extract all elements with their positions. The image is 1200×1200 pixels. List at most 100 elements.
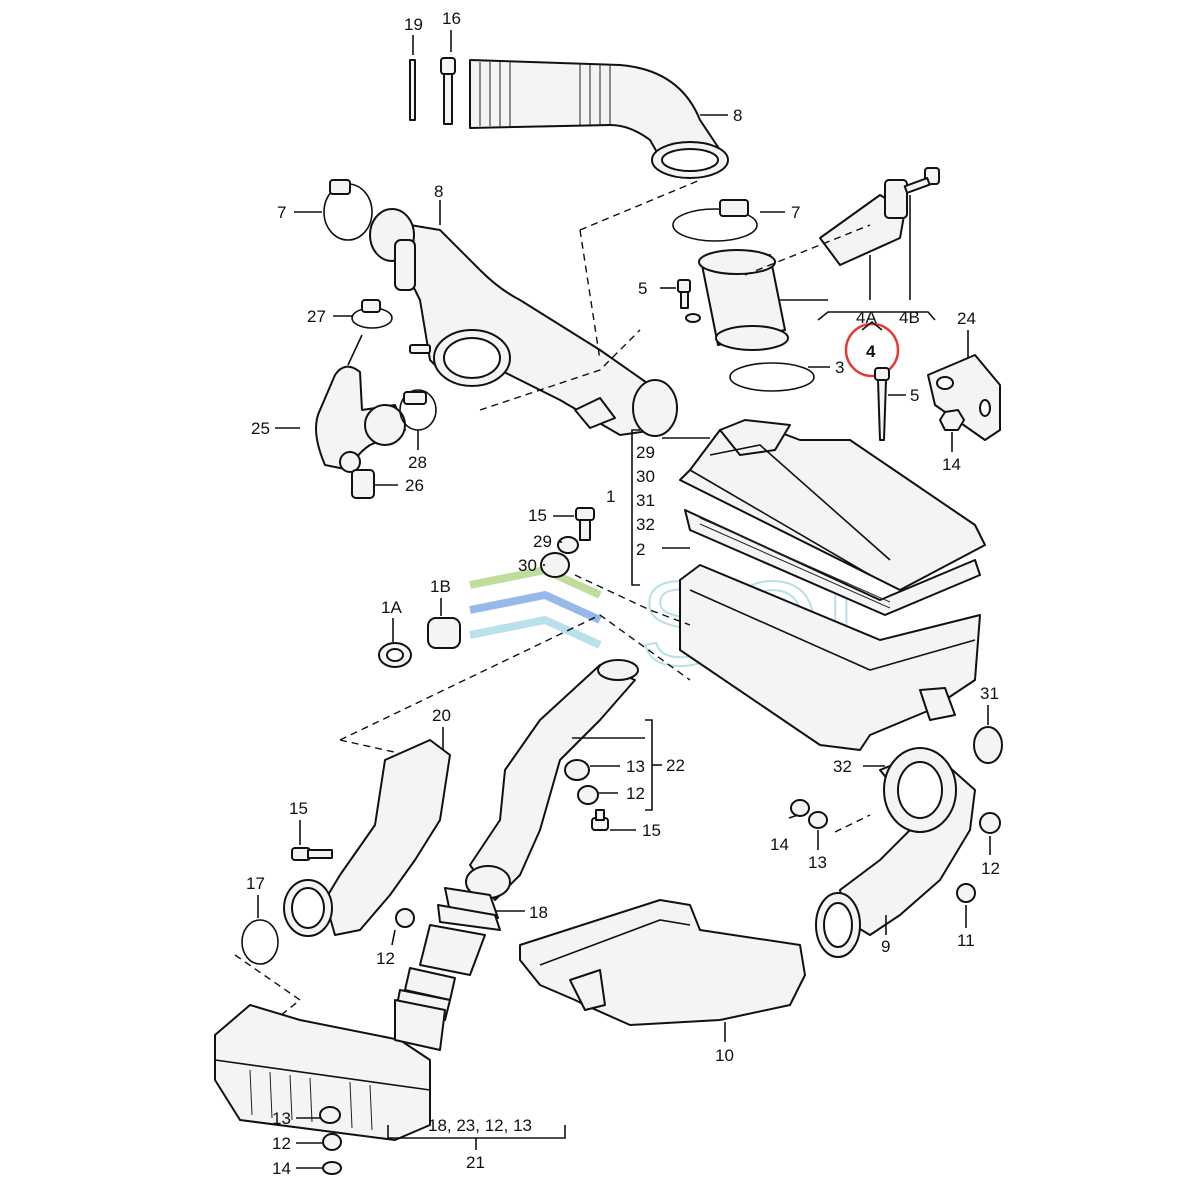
- label-1b: 1B: [430, 577, 451, 596]
- clamp-27: [351, 299, 393, 329]
- o-ring-3: [729, 362, 815, 392]
- gasket-32: [883, 747, 957, 833]
- label-11: 11: [957, 931, 975, 950]
- label-9: 9: [881, 937, 890, 956]
- label-12-left: 12: [376, 949, 395, 968]
- washer-13-right: [808, 811, 828, 829]
- label-14-upper: 14: [942, 455, 961, 474]
- label-13-bottom: 13: [272, 1109, 291, 1128]
- label-25: 25: [251, 419, 270, 438]
- bolt-15-left: [291, 847, 333, 861]
- grommet-13-bottom: [319, 1106, 341, 1124]
- leader-dash-3: [579, 229, 601, 361]
- label-5-upper: 5: [638, 279, 647, 298]
- sleeve-31: [973, 726, 1003, 764]
- label-3: 3: [835, 358, 844, 377]
- airbox-lower: [679, 564, 981, 751]
- leader-dash-8: [234, 954, 302, 1021]
- label-15-mid: 15: [642, 821, 661, 840]
- bolt-15-airbox: [575, 507, 595, 541]
- screw-4b: [903, 167, 940, 194]
- label-4a: 4A: [856, 308, 877, 327]
- washer-13-mid: [564, 759, 590, 781]
- label-4: 4: [866, 342, 876, 361]
- label-18: 18: [529, 903, 548, 922]
- label-31: 31: [980, 684, 999, 703]
- label-8-left: 8: [434, 182, 443, 201]
- label-7-right: 7: [791, 203, 800, 222]
- bolt-16: [440, 57, 456, 125]
- airbox-lid: [679, 419, 986, 591]
- label-21: 21: [466, 1153, 485, 1172]
- label-29-group: 29: [636, 443, 655, 462]
- nut-14-bottom: [322, 1161, 342, 1175]
- o-ring-17: [241, 919, 279, 965]
- label-8-top: 8: [733, 106, 742, 125]
- label-1a: 1A: [381, 598, 402, 617]
- group-1-bracket: [631, 429, 640, 586]
- label-32-group: 32: [636, 515, 655, 534]
- label-12-bottom: 12: [272, 1134, 291, 1153]
- hose-25: [315, 365, 406, 471]
- label-30: 30: [518, 556, 537, 575]
- resonator-21: [214, 999, 446, 1141]
- air-filter-element: [684, 509, 981, 616]
- clamp-7-left: [323, 179, 373, 241]
- intake-pipe-left: [369, 208, 678, 437]
- label-15-left: 15: [289, 799, 308, 818]
- duct-22: [465, 659, 639, 901]
- sleeve-23: [419, 924, 486, 976]
- leader-dash-9: [834, 814, 871, 833]
- grommet-29: [557, 536, 579, 554]
- duct-20: [283, 739, 451, 937]
- label-15-airbox: 15: [528, 506, 547, 525]
- label-7-left: 7: [277, 203, 286, 222]
- label-20: 20: [432, 706, 451, 725]
- label-13-mid: 13: [626, 757, 645, 776]
- highlight-circle: [844, 322, 900, 378]
- label-5-right: 5: [910, 386, 919, 405]
- label-4b: 4B: [899, 308, 920, 327]
- grommet-12-left: [395, 908, 415, 928]
- label-12-right: 12: [981, 859, 1000, 878]
- clamp-7-right: [672, 199, 758, 242]
- duct-10: [519, 899, 806, 1026]
- label-14-right: 14: [770, 835, 789, 854]
- screw-5-right: [874, 367, 890, 441]
- intake-pipe-upper: [469, 59, 729, 179]
- leader-dash-5: [574, 574, 691, 626]
- bolt-15-mid: [591, 809, 609, 831]
- label-24: 24: [957, 309, 976, 328]
- label-29: 29: [533, 532, 552, 551]
- nut-14-upper: [939, 409, 965, 431]
- label-26: 26: [405, 476, 424, 495]
- label-32: 32: [833, 757, 852, 776]
- valve-26: [339, 451, 375, 499]
- leader-lines: [257, 30, 991, 1169]
- nut-14-right: [790, 799, 810, 817]
- sleeve-1b: [427, 617, 461, 649]
- sleeve-18-upper: [437, 887, 501, 931]
- grommet-11: [956, 883, 976, 903]
- label-10: 10: [715, 1046, 734, 1065]
- label-31-group: 31: [636, 491, 655, 510]
- maf-sensor-4a: [819, 179, 908, 266]
- label-14-bottom: 14: [272, 1159, 291, 1178]
- grommet-12-mid: [577, 785, 599, 805]
- leader-dash-4: [744, 224, 871, 276]
- label-27: 27: [307, 307, 326, 326]
- label-13-right: 13: [808, 853, 827, 872]
- clamp-28: [399, 389, 437, 431]
- leader-dash-1: [479, 329, 641, 411]
- label-30-group: 30: [636, 467, 655, 486]
- pin-19: [409, 59, 416, 121]
- leader-dash-2: [579, 179, 701, 231]
- grommet-30: [540, 552, 570, 578]
- label-1: 1: [606, 487, 615, 506]
- screw-5-upper: [677, 279, 701, 323]
- grommet-12-bottom: [322, 1133, 342, 1151]
- label-18-23-12-13: 18, 23, 12, 13: [428, 1116, 532, 1135]
- sleeve-1a: [378, 642, 412, 668]
